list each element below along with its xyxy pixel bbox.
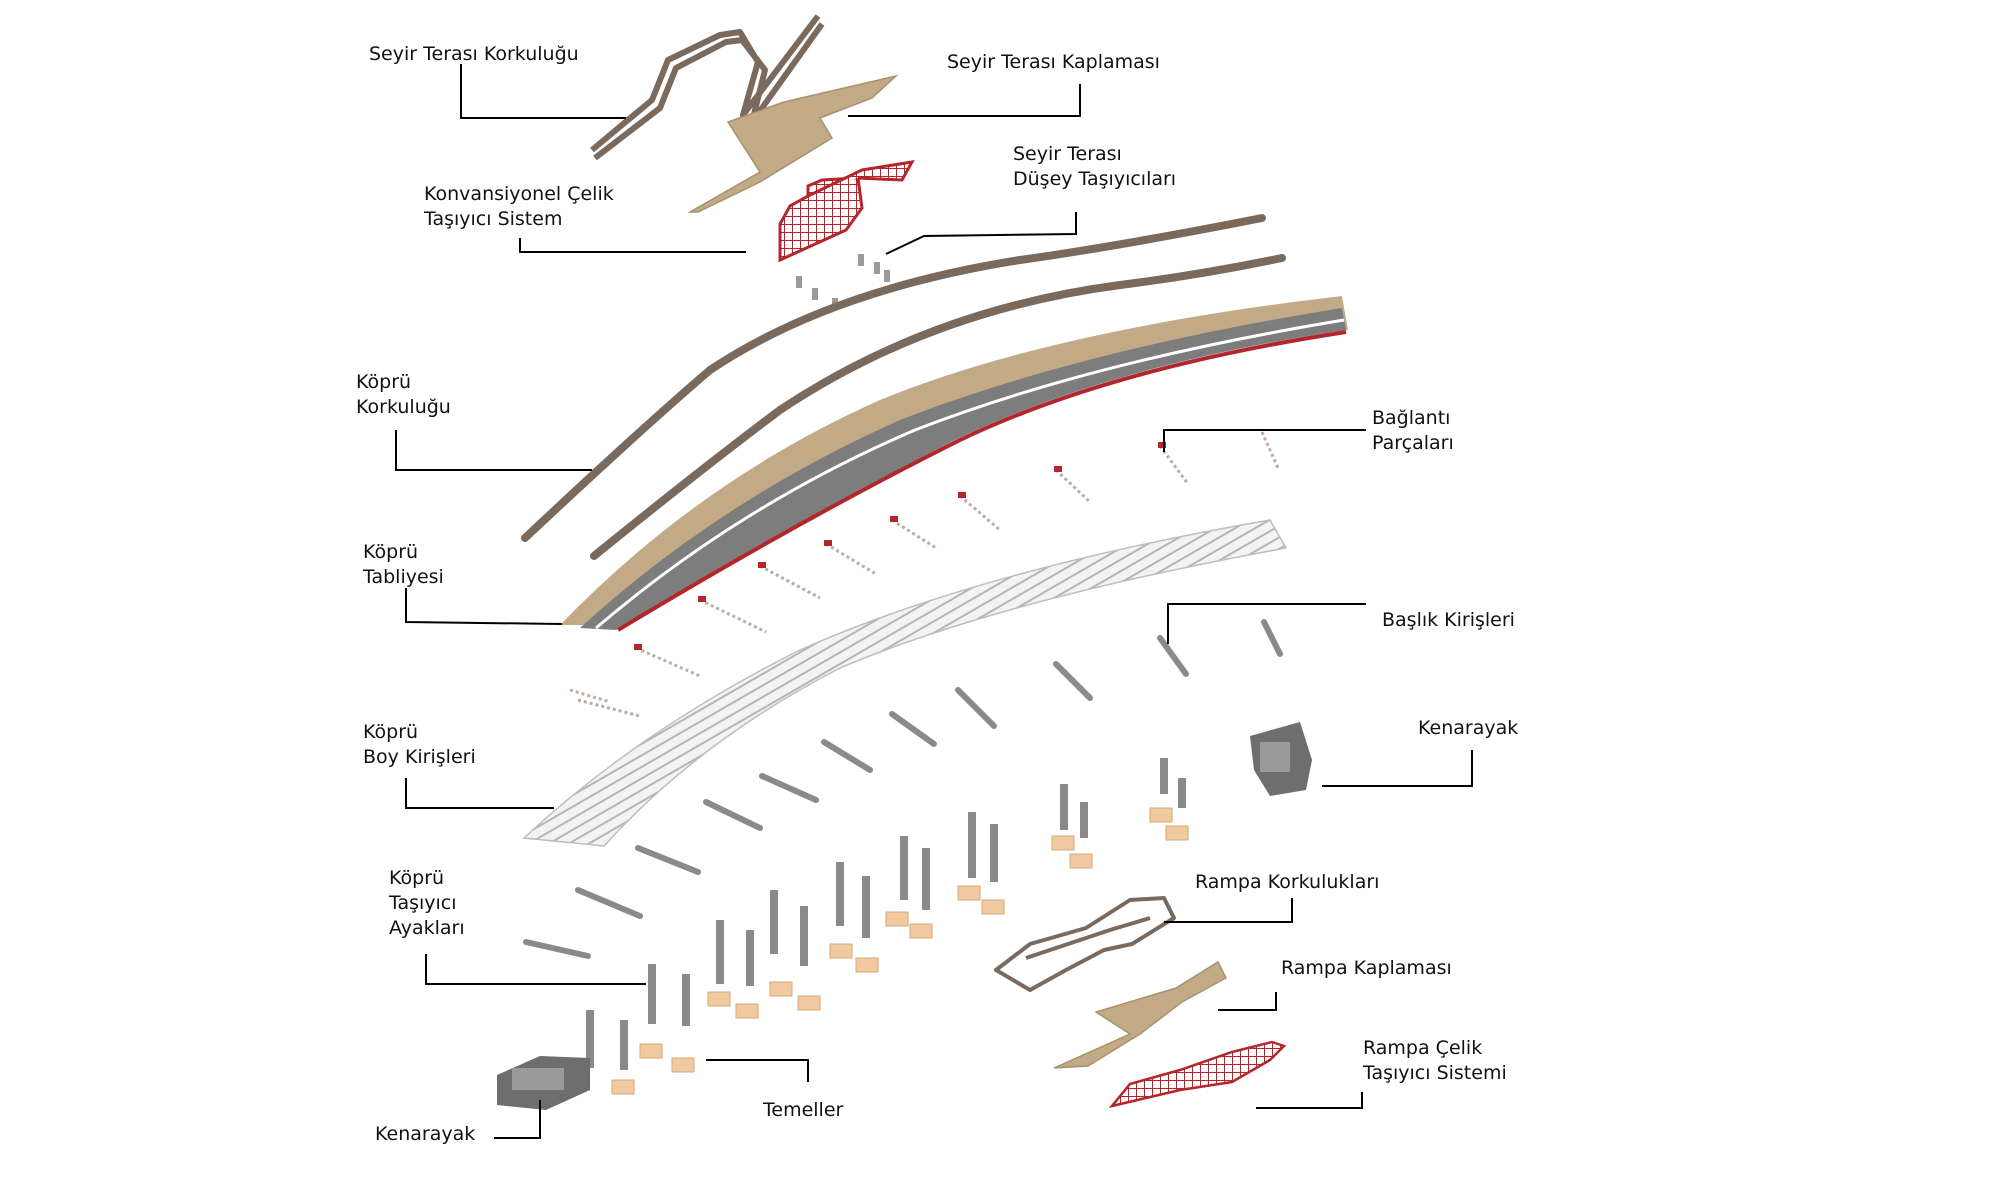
- bridge-railing: [521, 214, 1286, 560]
- terrace-steel-structure: [778, 160, 915, 263]
- label-kenarayak-right: Kenarayak: [1418, 717, 1519, 739]
- abutment-right: [1250, 722, 1312, 796]
- label-rampa-kaplamasi: Rampa Kaplaması: [1281, 957, 1452, 979]
- label-baglanti-parcalari: Bağlantı Parçaları: [1372, 407, 1454, 454]
- label-seyir-terasi-korkulugu: Seyir Terası Korkuluğu: [369, 43, 579, 65]
- label-kopru-boy-kirisleri: Köprü Boy Kirişleri: [363, 721, 476, 768]
- label-seyir-terasi-kaplamasi: Seyir Terası Kaplaması: [947, 51, 1160, 73]
- ramp-railing: [994, 896, 1176, 992]
- longitudinal-beams: [522, 519, 1288, 847]
- label-kopru-korkulugu: Köprü Korkuluğu: [356, 371, 451, 418]
- label-kopru-tasiyici-ayaklari: Köprü Taşıyıcı Ayakları: [389, 867, 465, 939]
- ramp-deck: [1053, 960, 1227, 1069]
- label-baslik-kirisleri: Başlık Kirişleri: [1382, 609, 1515, 631]
- label-kopru-tabliyesi: Köprü Tabliyesi: [363, 541, 444, 588]
- bridge-piers: [586, 758, 1186, 1070]
- foundations: [611, 807, 1189, 1095]
- leader-lines: [395, 64, 1473, 1139]
- connection-pieces: [569, 431, 1280, 718]
- connection-piece-ends: [634, 442, 1166, 650]
- label-konvansiyonel-celik: Konvansiyonel Çelik Taşıyıcı Sistem: [424, 183, 614, 230]
- label-temeller: Temeller: [763, 1099, 844, 1121]
- bridge-deck: [560, 296, 1348, 632]
- head-beams: [523, 619, 1283, 959]
- label-kenarayak-left: Kenarayak: [375, 1123, 476, 1145]
- abutment-left: [497, 1056, 590, 1110]
- ramp-steel-structure: [1108, 1040, 1287, 1109]
- label-rampa-celik-tasiyici-sistemi: Rampa Çelik Taşıyıcı Sistemi: [1363, 1037, 1507, 1084]
- terrace-deck: [687, 74, 899, 213]
- label-seyir-terasi-dusey-tasiyicilari: Seyir Terası Düşey Taşıyıcıları: [1013, 143, 1177, 190]
- label-rampa-korkuluklari: Rampa Korkulukları: [1195, 871, 1380, 893]
